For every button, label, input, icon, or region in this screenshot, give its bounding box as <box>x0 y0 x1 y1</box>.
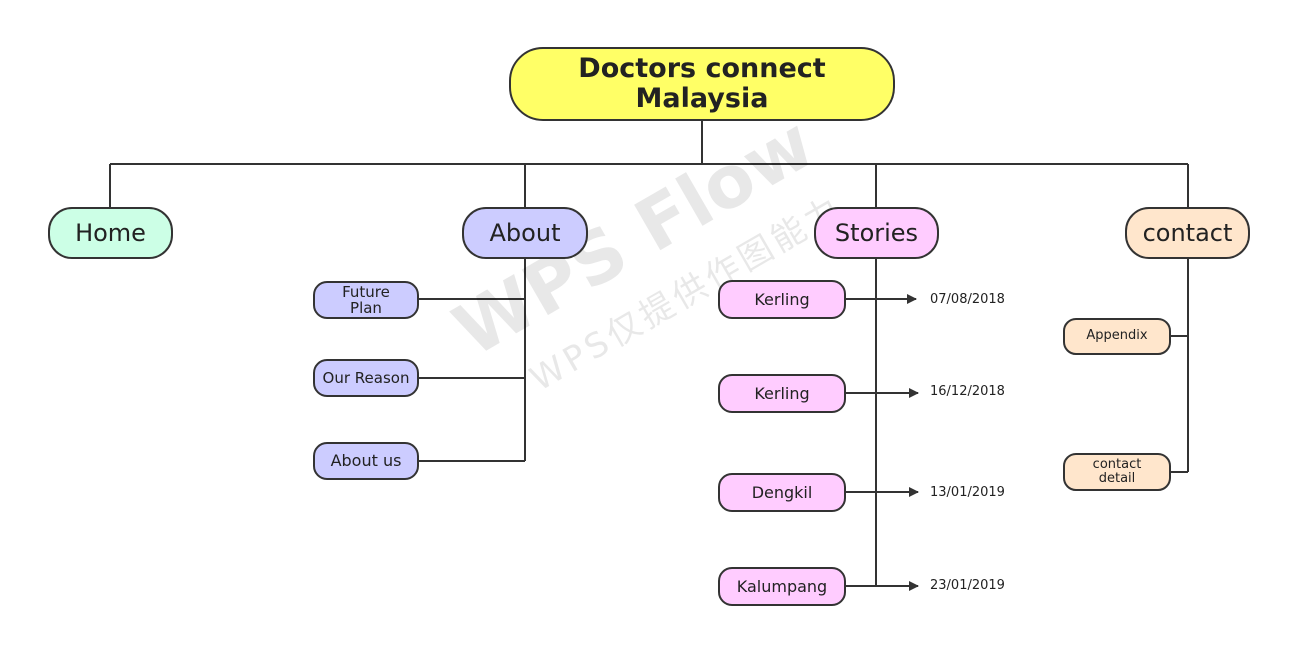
about-us-label: About us <box>330 451 402 471</box>
root-node[interactable]: Doctors connect Malaysia <box>509 47 895 121</box>
node-home[interactable]: Home <box>48 207 173 259</box>
node-story-1[interactable]: Kerling <box>718 280 846 319</box>
story-3-date: 13/01/2019 <box>930 485 1005 500</box>
node-story-3[interactable]: Dengkil <box>718 473 846 512</box>
node-future-plan[interactable]: Future Plan <box>313 281 419 319</box>
contact-detail-label: contact detail <box>1092 456 1142 486</box>
about-label: About <box>489 218 561 247</box>
our-reason-label: Our Reason <box>322 368 410 387</box>
story-4-date: 23/01/2019 <box>930 578 1005 593</box>
story-1-date: 07/08/2018 <box>930 292 1005 307</box>
node-appendix[interactable]: Appendix <box>1063 318 1171 355</box>
node-about[interactable]: About <box>462 207 588 259</box>
node-story-4[interactable]: Kalumpang <box>718 567 846 606</box>
story-3-label: Dengkil <box>751 482 813 502</box>
node-our-reason[interactable]: Our Reason <box>313 359 419 397</box>
node-stories[interactable]: Stories <box>814 207 939 259</box>
story-2-label: Kerling <box>754 383 810 403</box>
node-contact[interactable]: contact <box>1125 207 1250 259</box>
stories-label: Stories <box>834 218 919 247</box>
appendix-label: Appendix <box>1086 328 1148 344</box>
node-contact-detail[interactable]: contact detail <box>1063 453 1171 491</box>
contact-label: contact <box>1142 218 1233 247</box>
root-label: Doctors connect Malaysia <box>578 53 826 114</box>
story-2-date: 16/12/2018 <box>930 384 1005 399</box>
story-1-label: Kerling <box>754 289 810 309</box>
node-story-2[interactable]: Kerling <box>718 374 846 413</box>
future-plan-label: Future Plan <box>342 282 390 317</box>
node-about-us[interactable]: About us <box>313 442 419 480</box>
story-4-label: Kalumpang <box>736 576 828 596</box>
home-label: Home <box>75 218 146 247</box>
